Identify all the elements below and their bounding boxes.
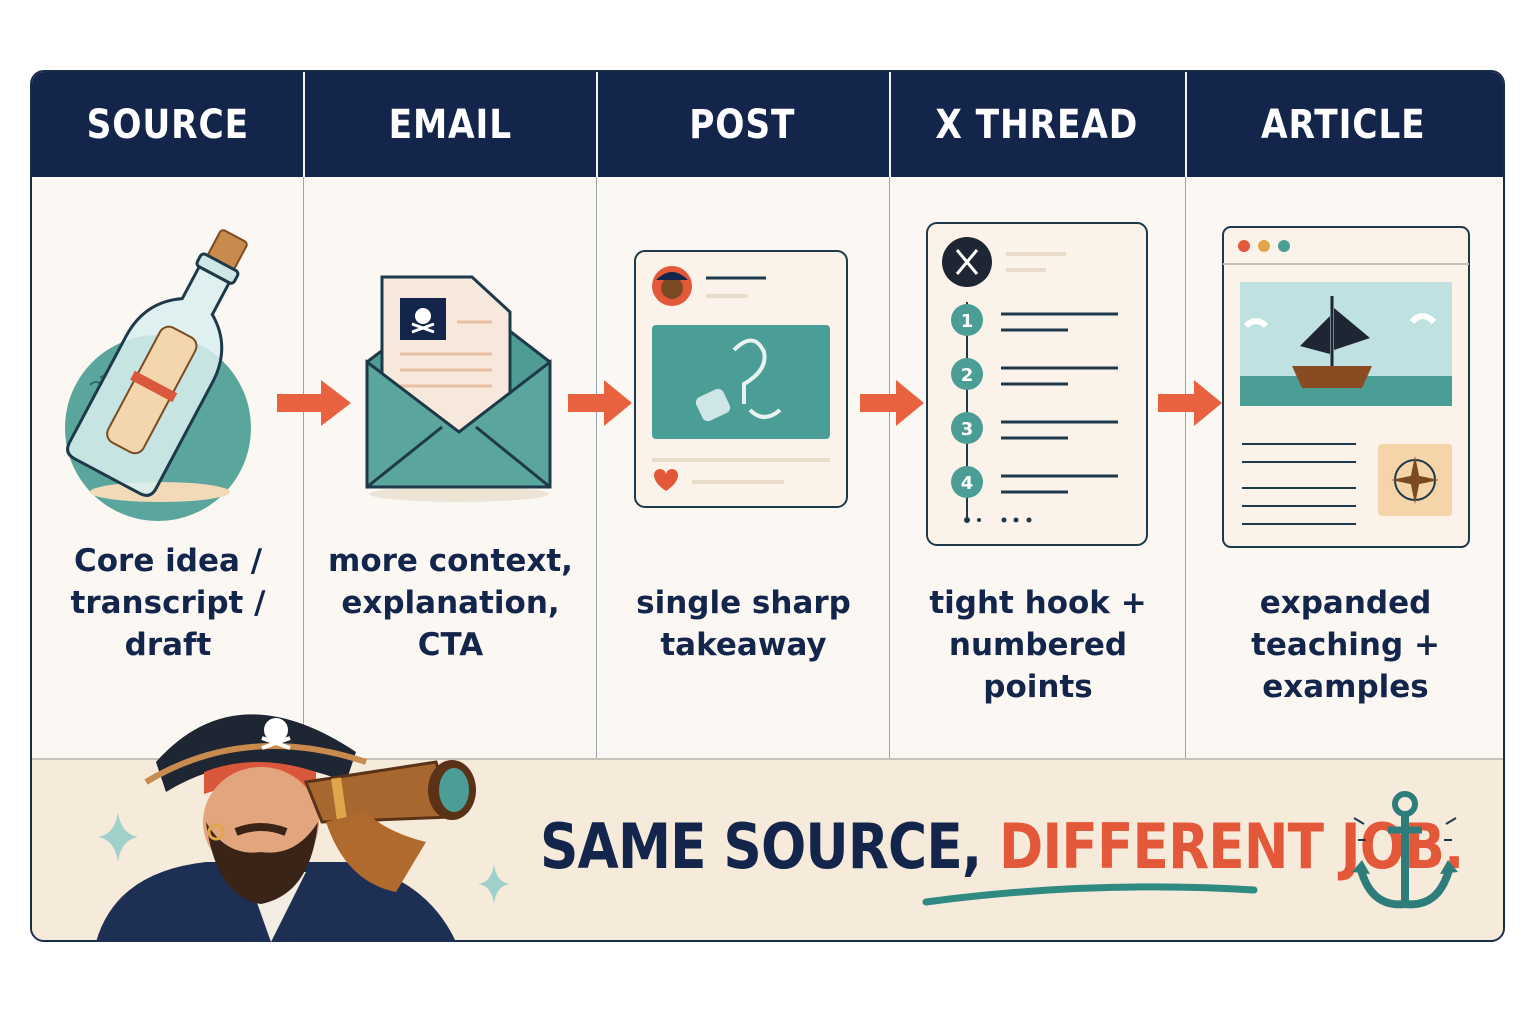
thread-number: 3 (961, 419, 974, 440)
thread-number-badge (951, 358, 983, 390)
column-divider (1185, 177, 1186, 758)
arrow-icon (1158, 380, 1222, 426)
thread-number-badge (951, 412, 983, 444)
column-divider (303, 177, 304, 758)
bottle-message-icon (65, 229, 251, 521)
header-email: EMAIL (388, 101, 512, 148)
banner-slogan: SAME SOURCE, DIFFERENT JOB. (540, 810, 1464, 883)
anchor-icon (1352, 791, 1458, 909)
thread-number: 2 (961, 365, 974, 386)
header-source: SOURCE (86, 101, 249, 148)
slogan-part-1: SAME SOURCE, (540, 810, 999, 883)
thread-card-icon: 1 2 3 4 (926, 222, 1148, 546)
header-post: POST (689, 101, 796, 148)
header-divider (1185, 72, 1187, 177)
arrow-icon (277, 380, 351, 426)
envelope-icon (365, 275, 552, 502)
caption-source: Core idea / transcript / draft (70, 543, 266, 663)
sparkle-icon (98, 812, 138, 862)
caption-article: expanded teaching + examples (1251, 585, 1440, 705)
thread-number: 1 (961, 311, 974, 332)
header-row: SOURCE EMAIL POST X THREAD ARTICLE (32, 72, 1503, 177)
caption-email: more context, explanation, CTA (328, 543, 573, 663)
header-divider (596, 72, 598, 177)
caption-x-thread: tight hook + numbered points (929, 585, 1147, 705)
header-article: ARTICLE (1261, 101, 1426, 148)
arrow-icon (860, 380, 924, 426)
thread-number-badge (951, 304, 983, 336)
column-divider (596, 177, 597, 758)
thread-number: 4 (961, 473, 974, 494)
slogan-part-2: DIFFERENT JOB. (998, 810, 1464, 883)
caption-post: single sharp takeaway (636, 585, 851, 663)
header-divider (303, 72, 305, 177)
thread-items: 1 2 3 4 (951, 304, 1118, 498)
header-x-thread: X THREAD (935, 101, 1139, 148)
sparkle-icon (478, 864, 510, 904)
underline-swoosh (922, 883, 1258, 906)
article-window-icon (1222, 226, 1470, 548)
header-divider (889, 72, 891, 177)
pirate-illustration (96, 714, 476, 942)
column-divider (889, 177, 890, 758)
arrow-icon (568, 380, 632, 426)
thread-number-badge (951, 466, 983, 498)
post-card-icon (634, 250, 848, 508)
